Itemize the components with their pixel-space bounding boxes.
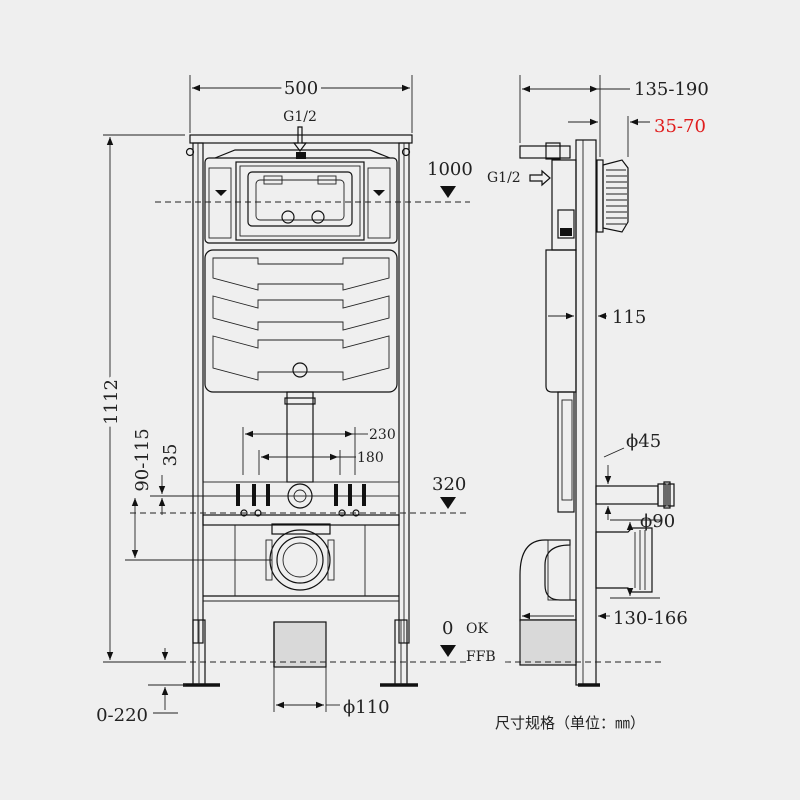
dim-35-70-label: 35-70 [654, 116, 706, 137]
drain-outlet [269, 529, 331, 591]
level-0-label: 0 [442, 618, 453, 639]
dim-35-label: 35 [160, 444, 181, 467]
drain-bend-side [519, 539, 577, 621]
supply-pipe-side [595, 485, 659, 505]
anchor-slots [236, 484, 366, 517]
flush-plate-side [596, 159, 604, 233]
drain-connector-side [595, 527, 653, 593]
dim-135-190-label: 135-190 [634, 79, 709, 100]
level-1000-label: 1000 [427, 159, 473, 180]
dim-0-220-label: 0-220 [96, 705, 148, 726]
dim-230-label: 230 [369, 427, 396, 443]
side-view: 135-190 35-70 G1/2 115 ϕ45 ϕ90 130-166 [487, 75, 709, 687]
inlet-label-side: G1/2 [487, 170, 521, 186]
side-frame [575, 139, 597, 686]
flush-panel-frame [235, 161, 365, 241]
dim-dia-110-label: ϕ110 [343, 697, 390, 718]
supply-connector [287, 483, 313, 509]
dim-90-115-label: 90-115 [132, 428, 153, 491]
dim-height-label: 1112 [101, 379, 122, 425]
ok-label: OK [466, 621, 488, 637]
dim-115-label: 115 [612, 307, 646, 328]
drain-pipe [273, 621, 327, 668]
level-320-label: 320 [432, 474, 466, 495]
level-marker-ffb [440, 645, 456, 657]
dim-width-label: 500 [284, 78, 318, 99]
flush-button-left [281, 210, 295, 224]
dim-130-166-label: 130-166 [613, 608, 688, 629]
level-marker-1000 [440, 186, 456, 198]
cistern-tank [204, 249, 398, 393]
dim-180-label: 180 [357, 450, 384, 466]
front-view: 500 G1/2 1112 1000 230 180 320 35 [96, 74, 496, 726]
top-plate [189, 134, 413, 144]
cistern-side [551, 159, 577, 251]
flush-pipe [286, 391, 314, 483]
unit-note: 尺寸规格（单位：㎜） [495, 714, 645, 732]
flush-button-right [311, 210, 325, 224]
tank-baffles [212, 257, 390, 381]
inlet-label-front: G1/2 [283, 109, 317, 125]
dim-dia-90-label: ϕ90 [640, 511, 675, 532]
dim-dia-45-label: ϕ45 [626, 431, 661, 452]
ffb-label: FFB [466, 649, 496, 665]
level-marker-320 [440, 497, 456, 509]
